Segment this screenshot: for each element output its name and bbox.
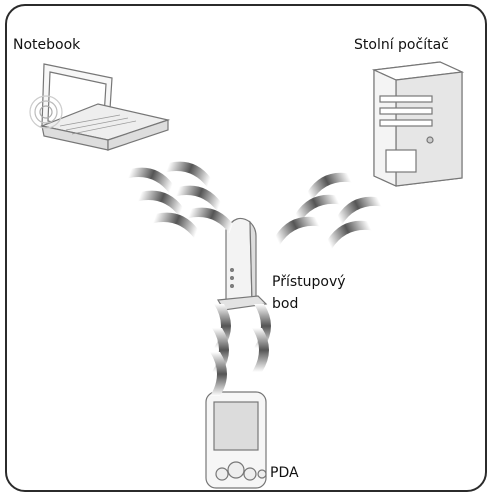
desktop-label: Stolní počítač [354, 37, 449, 53]
notebook-label: Notebook [13, 37, 81, 53]
desktop-pc-icon [371, 61, 465, 187]
pda-label: PDA [270, 465, 299, 481]
access-point-icon [216, 217, 268, 311]
access-point-label-line2: bod [272, 296, 299, 312]
access-point-label: Přístupový bod [272, 271, 346, 315]
access-point-label-line1: Přístupový [272, 274, 346, 290]
wireless-signal-icon [127, 156, 236, 239]
notebook-icon [29, 63, 171, 151]
wireless-signal-icon [210, 304, 271, 396]
wireless-signal-icon [272, 166, 382, 249]
pda-icon [205, 391, 267, 489]
